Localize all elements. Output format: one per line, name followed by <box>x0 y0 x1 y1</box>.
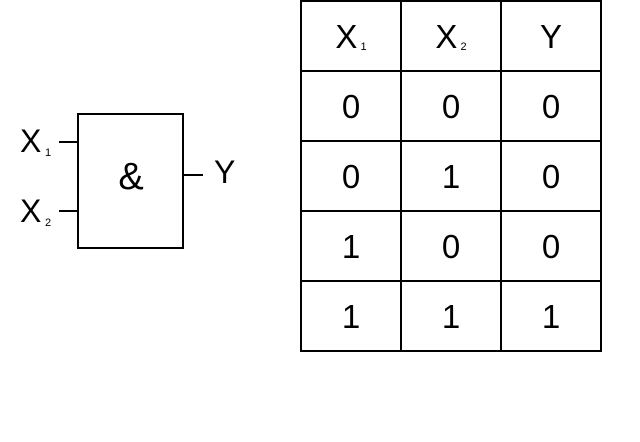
table-row: 1 1 1 <box>300 280 602 352</box>
input-label-2-letter: X <box>20 193 41 229</box>
table-cell: 0 <box>400 210 502 282</box>
header-y-letter: Y <box>539 17 562 55</box>
and-gate-diagram: & X 1 X 2 Y <box>0 0 300 442</box>
input-label-2-subscript: 2 <box>45 217 51 229</box>
gate-body <box>77 113 184 249</box>
table-cell: 1 <box>400 280 502 352</box>
table-row: 0 0 0 <box>300 70 602 142</box>
table-cell: 1 <box>300 280 402 352</box>
table-cell: 0 <box>500 70 602 142</box>
table-cell: 1 <box>300 210 402 282</box>
table-cell: 1 <box>500 280 602 352</box>
table-cell: 0 <box>300 140 402 212</box>
header-x2-letter: X <box>435 17 458 55</box>
table-cell: 0 <box>500 140 602 212</box>
input-label-1-subscript: 1 <box>45 147 51 159</box>
header-x1-subscript: 1 <box>360 40 367 53</box>
input-label-1-letter: X <box>20 123 41 159</box>
and-gate-svg: & X 1 X 2 Y <box>20 113 235 249</box>
table-cell: 0 <box>500 210 602 282</box>
table-cell: 0 <box>300 70 402 142</box>
gate-symbol: & <box>118 156 143 198</box>
table-row: 1 0 0 <box>300 210 602 282</box>
header-x1-letter: X <box>335 17 358 55</box>
table-row: 0 1 0 <box>300 140 602 212</box>
header-y: Y <box>500 0 602 72</box>
header-x2-subscript: 2 <box>460 40 467 53</box>
table-cell: 0 <box>400 70 502 142</box>
output-label: Y <box>214 154 235 190</box>
table-cell: 1 <box>400 140 502 212</box>
